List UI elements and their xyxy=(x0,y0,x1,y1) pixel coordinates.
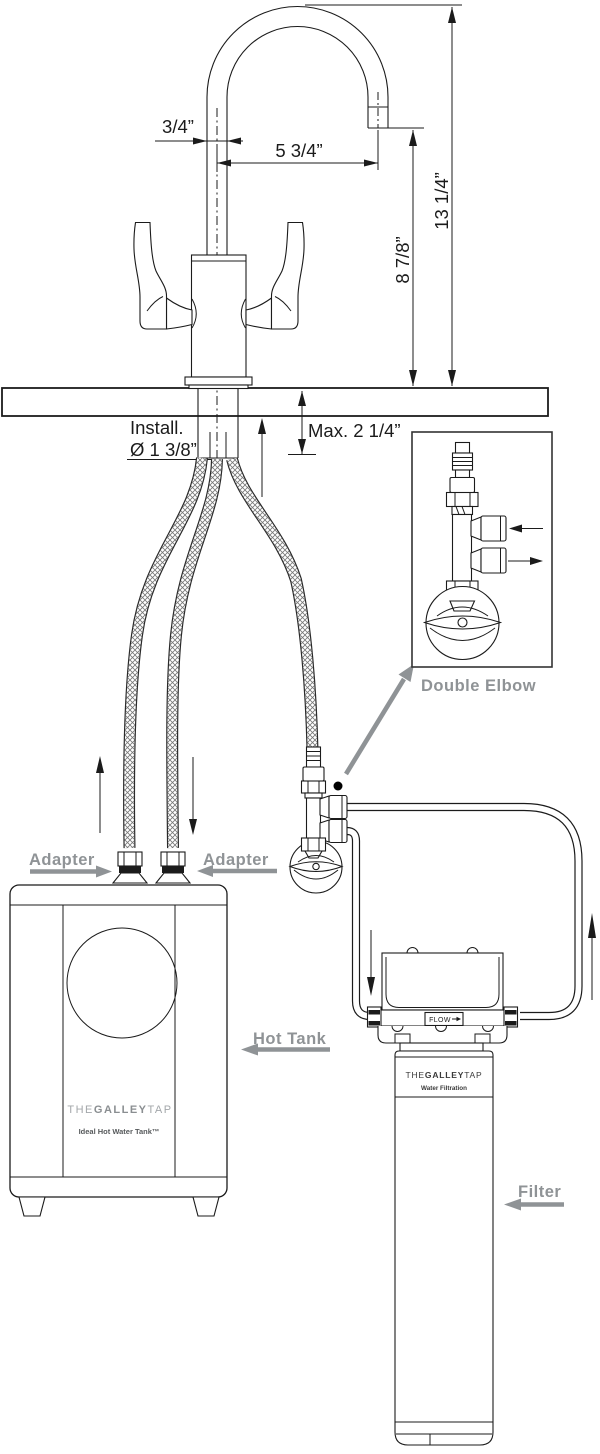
double-elbow-callout-arrow-icon xyxy=(344,664,414,776)
inset-arrow-out-icon xyxy=(508,557,543,565)
spout-inner-arc xyxy=(226,25,369,98)
countertop-hole xyxy=(194,389,242,415)
adapter-right-label: Adapter xyxy=(203,851,269,869)
dim-install-label-2: Ø 1 3/8” xyxy=(130,439,197,460)
filter-collar xyxy=(399,1042,484,1052)
faucet xyxy=(133,5,389,459)
filter-logo: THEGALLEYTAP xyxy=(406,1070,483,1080)
tank-dial xyxy=(66,927,178,1039)
adapter-fitting-right xyxy=(154,851,192,884)
tank-logo: THEGALLEYTAP xyxy=(67,1104,172,1116)
adapter-left-callout: Adapter xyxy=(29,851,112,878)
braided-tubes xyxy=(123,457,319,849)
dim-max-counter-label: Max. 2 1/4” xyxy=(308,420,401,441)
faucet-base-flange xyxy=(184,376,253,390)
dim-spout-height-label: 8 7/8” xyxy=(392,236,413,283)
adapter-left-label: Adapter xyxy=(29,851,95,869)
adapter-fitting-left xyxy=(111,851,149,884)
hot-tank-callout: Hot Tank xyxy=(241,1030,330,1056)
dim-spout-height: 8 7/8” xyxy=(388,127,424,386)
braided-tube-left xyxy=(123,457,208,849)
flow-arrow-down-middle-icon xyxy=(189,757,197,835)
filter-inlet-fitting xyxy=(366,1006,382,1028)
faucet-handle-left xyxy=(133,221,193,330)
tank-tagline: Ideal Hot Water Tank™ xyxy=(79,1127,160,1136)
faucet-body xyxy=(190,254,247,378)
dim-spout-reach: 5 3/4” xyxy=(216,130,379,172)
dim-install-hole: Install. Ø 1 3/8” xyxy=(127,417,212,460)
spout-outlet xyxy=(367,92,389,129)
filter-label: Filter xyxy=(518,1183,561,1201)
countertop xyxy=(1,387,549,417)
tank-foot-right xyxy=(192,1196,220,1217)
spout-outer-arc xyxy=(206,5,389,98)
filter-callout: Filter xyxy=(504,1183,564,1211)
faucet-handle-right xyxy=(245,221,305,330)
braided-tube-right xyxy=(226,457,319,751)
flow-arrow-up-filter-icon xyxy=(588,913,596,1000)
dim-spout-tube-label: 3/4” xyxy=(162,116,194,137)
shank-up-arrow-icon xyxy=(258,418,266,497)
flow-arrow-down-filter-icon xyxy=(367,930,375,996)
faucet-shank xyxy=(197,389,239,459)
tube-lower-drop xyxy=(346,826,372,1021)
inset-arrow-in-icon xyxy=(509,524,543,533)
flow-arrow-icon xyxy=(452,1016,461,1022)
double-elbow-label: Double Elbow xyxy=(421,677,536,695)
braided-tube-middle xyxy=(166,458,223,849)
dim-total-height-label: 13 1/4” xyxy=(431,172,452,230)
filter-tagline: Water Filtration xyxy=(421,1085,467,1092)
double-elbow-fitting xyxy=(300,746,348,859)
dim-install-label-1: Install. xyxy=(130,417,183,438)
flow-box xyxy=(424,1011,464,1027)
flow-arrow-up-left-icon xyxy=(96,756,104,833)
dim-spout-reach-label: 5 3/4” xyxy=(275,140,322,161)
tank-foot-left xyxy=(18,1196,46,1217)
filter-cartridge: THEGALLEYTAP Water Filtration xyxy=(394,1050,494,1446)
dim-spout-tube: 3/4” xyxy=(155,116,243,145)
filter-tubing xyxy=(346,802,583,1021)
hot-tank: THEGALLEYTAP Ideal Hot Water Tank™ xyxy=(9,884,228,1217)
adapter-right-callout: Adapter xyxy=(197,851,277,877)
shutoff-valve-handle xyxy=(288,855,344,880)
filter-outlet-fitting xyxy=(503,1006,519,1028)
double-elbow-inset xyxy=(411,431,553,668)
hot-tank-label: Hot Tank xyxy=(253,1030,327,1048)
filter-assembly: FLOW xyxy=(366,947,519,1446)
tube-upper-loop xyxy=(347,802,583,1021)
callout-dot xyxy=(333,781,343,791)
dim-total-height: 13 1/4” xyxy=(305,4,462,386)
flow-label: FLOW xyxy=(429,1017,451,1024)
dim-max-counter: Max. 2 1/4” xyxy=(288,391,401,455)
double-elbow-assembly xyxy=(288,746,348,894)
dimensions: 3/4” 5 3/4” 13 1/4” 8 7/8 xyxy=(127,4,462,497)
filter-head: FLOW xyxy=(366,947,519,1052)
